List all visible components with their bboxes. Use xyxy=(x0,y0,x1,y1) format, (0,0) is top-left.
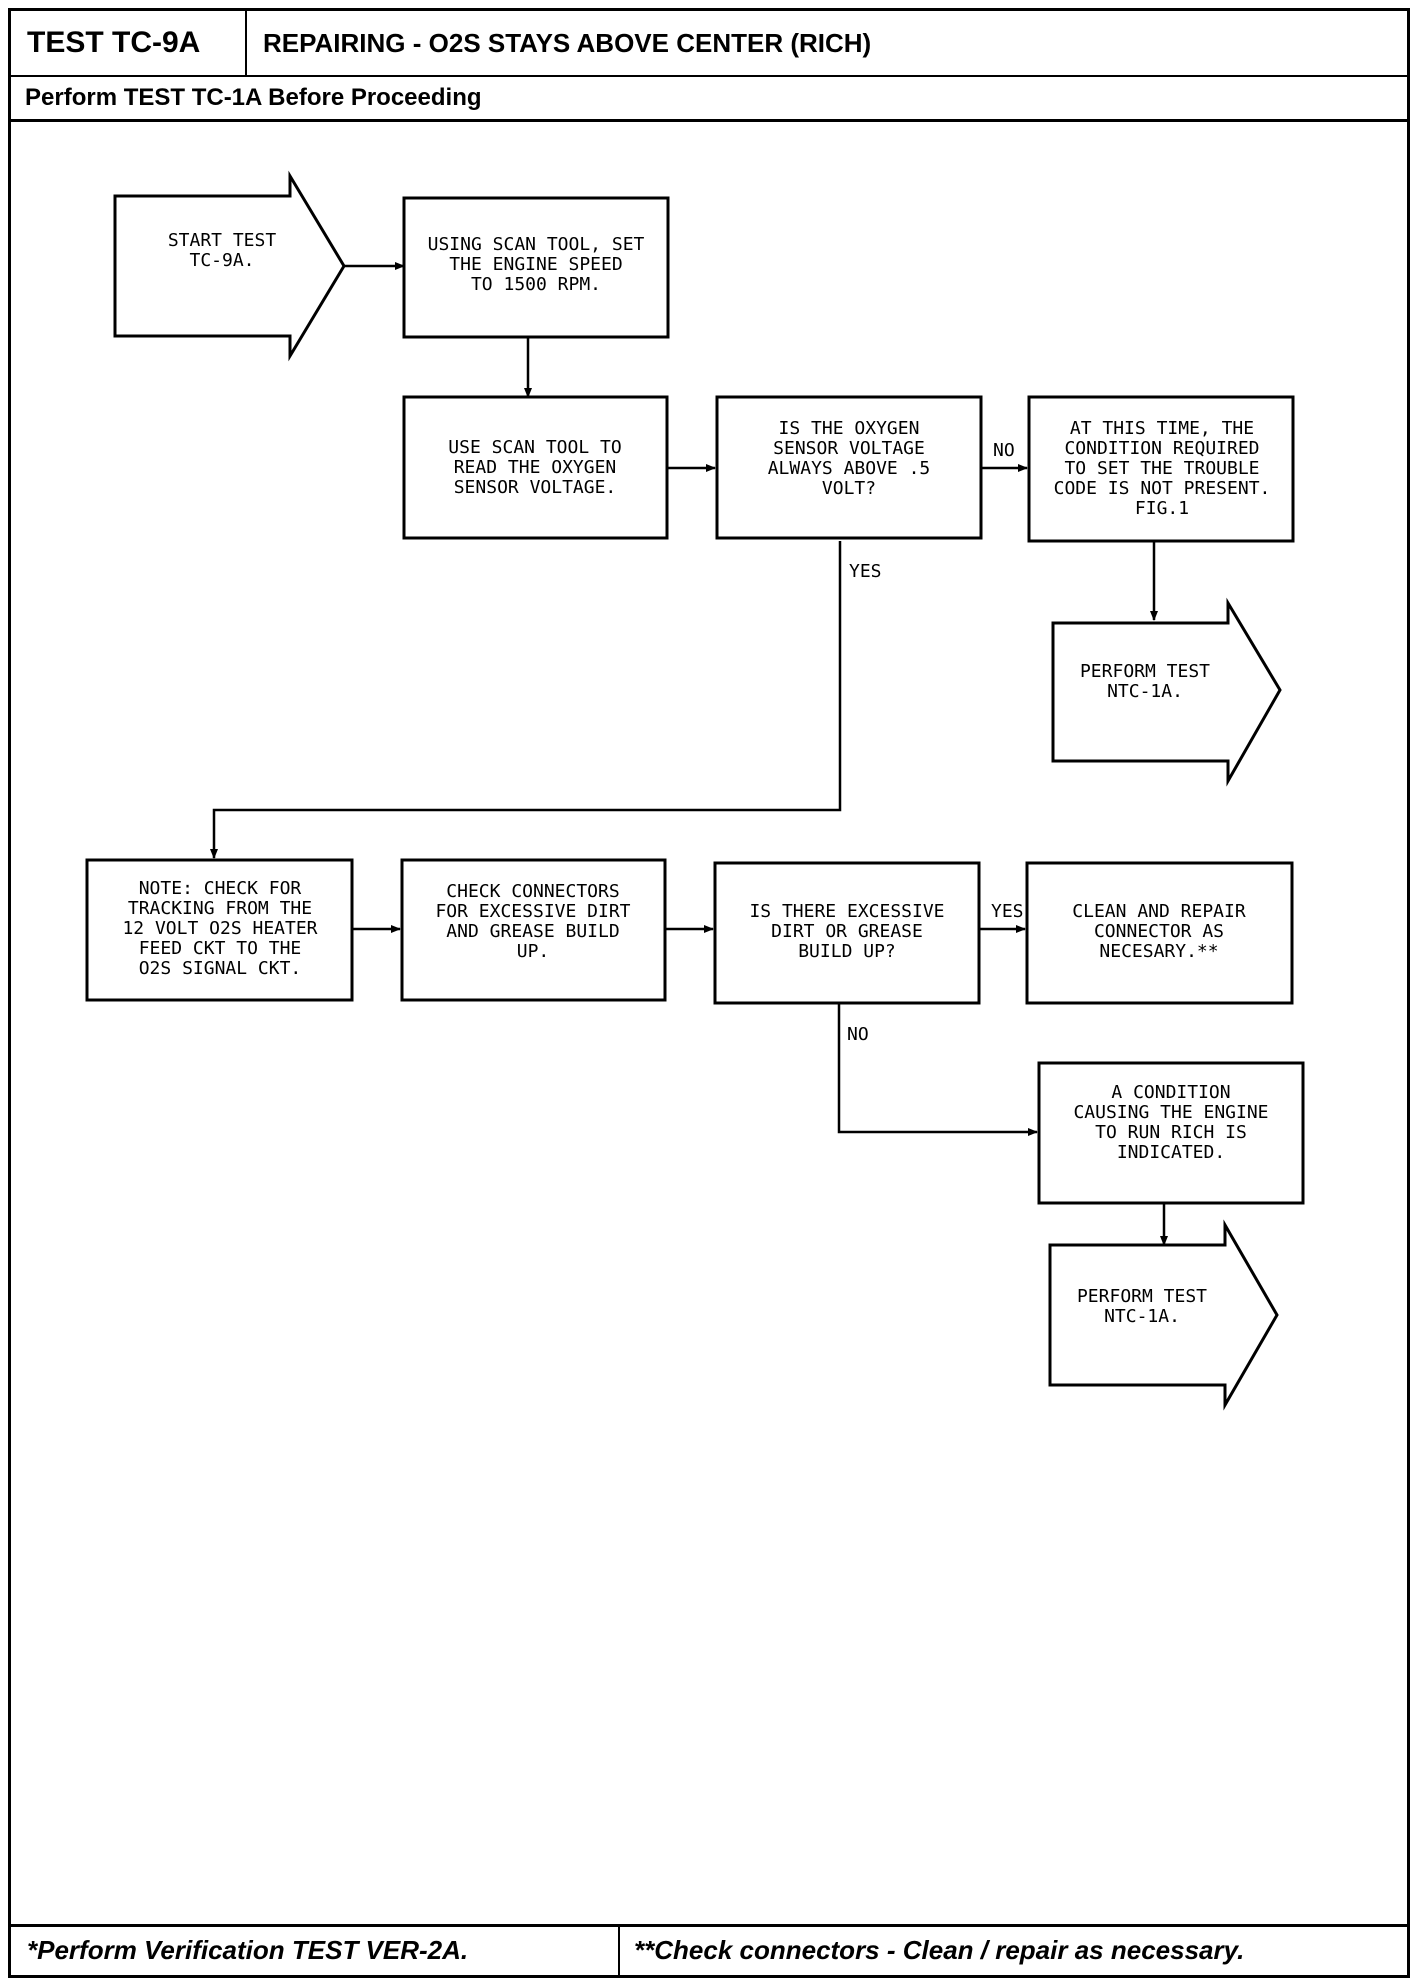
node-text-line: A CONDITION xyxy=(1111,1082,1230,1103)
test-title: REPAIRING - O2S STAYS ABOVE CENTER (RICH… xyxy=(263,28,872,58)
node-text-line: TC-9A. xyxy=(189,250,254,271)
node-text-line: SENSOR VOLTAGE. xyxy=(454,477,617,498)
check-connectors-box xyxy=(400,858,667,1002)
node-text-line: FEED CKT TO THE xyxy=(139,938,302,959)
node-text-line: IS THERE EXCESSIVE xyxy=(749,901,944,922)
header-bar: TEST TC-9A REPAIRING - O2S STAYS ABOVE C… xyxy=(11,11,1407,77)
node-text-line: TO SET THE TROUBLE xyxy=(1064,458,1259,479)
start-arrow-shape xyxy=(113,170,346,362)
no-label-1: NO xyxy=(993,440,1015,461)
test-id: TEST TC-9A xyxy=(11,11,247,75)
voltage-question-box xyxy=(715,395,983,540)
yes-label-1: YES xyxy=(849,561,882,582)
footer-bar: *Perform Verification TEST VER-2A. **Che… xyxy=(11,1924,1407,1975)
edge-question-yes xyxy=(210,541,842,859)
node-text-line: PERFORM TEST xyxy=(1080,661,1210,682)
node-text-line: CONDITION REQUIRED xyxy=(1064,438,1259,459)
node-text-line: BUILD UP? xyxy=(798,941,896,962)
node-text-line: IS THE OXYGEN xyxy=(779,418,920,439)
edge-dirt-no xyxy=(837,1003,1038,1136)
node-text-line: READ THE OXYGEN xyxy=(454,457,617,478)
node-text-line: NTC-1A. xyxy=(1104,1306,1180,1327)
not-present-box xyxy=(1027,395,1295,543)
node-text-line: THE ENGINE SPEED xyxy=(449,254,622,275)
prerequisite-note: Perform TEST TC-1A Before Proceeding xyxy=(11,77,1407,122)
set-speed-box xyxy=(402,196,670,339)
page-frame: TEST TC-9A REPAIRING - O2S STAYS ABOVE C… xyxy=(8,8,1410,1978)
node-text-line: USE SCAN TOOL TO xyxy=(448,437,621,458)
node-text-line: FIG.1 xyxy=(1135,498,1189,519)
note-tracking-box xyxy=(85,858,354,1002)
clean-repair-box xyxy=(1025,861,1294,1005)
node-text-line: NECESARY.** xyxy=(1099,941,1218,962)
node-text-line: CHECK CONNECTORS xyxy=(446,881,619,902)
node-text-line: FOR EXCESSIVE DIRT xyxy=(435,901,630,922)
node-text-line: SENSOR VOLTAGE xyxy=(773,438,925,459)
node-text-line: TO 1500 RPM. xyxy=(471,274,601,295)
node-text-line: NTC-1A. xyxy=(1107,681,1183,702)
dirt-question-box xyxy=(713,861,981,1005)
rich-condition-box xyxy=(1037,1061,1305,1205)
node-text-line: 12 VOLT O2S HEATER xyxy=(122,918,317,939)
node-text-line: NOTE: CHECK FOR xyxy=(139,878,302,899)
footer-connector-note: **Check connectors - Clean / repair as n… xyxy=(634,1935,1245,1965)
no-label-2: NO xyxy=(847,1024,869,1045)
node-text-line: AT THIS TIME, THE xyxy=(1070,418,1254,439)
node-text-line: CONNECTOR AS xyxy=(1094,921,1224,942)
node-text-line: UP. xyxy=(517,941,550,962)
node-text-line: CODE IS NOT PRESENT. xyxy=(1054,478,1271,499)
footer-verification-note: *Perform Verification TEST VER-2A. xyxy=(11,1927,620,1975)
perform-ntc-arrow-2-shape xyxy=(1048,1219,1279,1411)
node-text-line: ALWAYS ABOVE .5 xyxy=(768,458,931,479)
read-voltage-box xyxy=(402,395,669,540)
node-text-line: CAUSING THE ENGINE xyxy=(1073,1102,1268,1123)
node-text-line: VOLT? xyxy=(822,478,876,499)
perform-ntc-arrow-1-shape xyxy=(1051,597,1282,787)
node-text-line: USING SCAN TOOL, SET xyxy=(428,234,645,255)
node-text-line: AND GREASE BUILD xyxy=(446,921,619,942)
node-text-line: TRACKING FROM THE xyxy=(128,898,312,919)
node-text-line: DIRT OR GREASE xyxy=(771,921,923,942)
node-text-line: O2S SIGNAL CKT. xyxy=(139,958,302,979)
node-text-line: CLEAN AND REPAIR xyxy=(1072,901,1246,922)
node-text-line: PERFORM TEST xyxy=(1077,1286,1207,1307)
node-text-line: START TEST xyxy=(168,230,277,251)
node-text-line: TO RUN RICH IS xyxy=(1095,1122,1247,1143)
node-text-line: INDICATED. xyxy=(1117,1142,1225,1163)
yes-label-2: YES xyxy=(991,901,1024,922)
